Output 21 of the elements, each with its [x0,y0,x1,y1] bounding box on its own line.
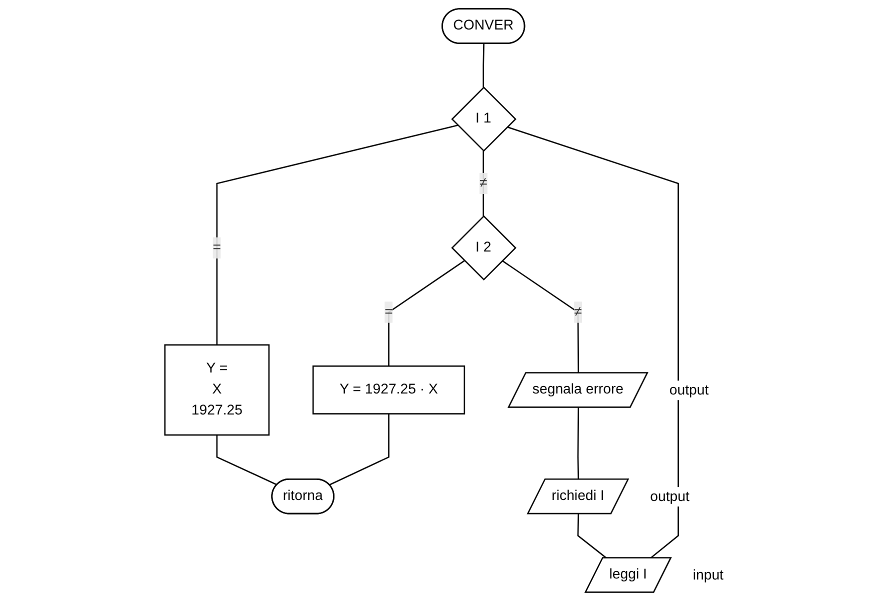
connector [507,126,679,559]
connector [216,434,278,486]
edge-label: ≠ [479,176,488,191]
connector [216,124,458,345]
connector [329,414,390,486]
connector [482,44,484,88]
node-diamond: I 1 [451,86,516,152]
edge-label: = [212,240,222,255]
node-box: Y = X 1927.25 [164,344,270,436]
connector [388,260,465,366]
connector [577,408,580,480]
io-note: input [692,566,724,582]
connector [577,514,607,559]
edge-label: = [384,304,393,320]
io-note: output [650,488,690,504]
io-note: output [669,381,709,398]
node-box: Y = 1927.25 · X [312,365,466,414]
node-diamond: I 2 [451,215,516,280]
edge-label: ≠ [574,304,582,320]
connector [502,260,580,374]
connector [482,150,484,216]
